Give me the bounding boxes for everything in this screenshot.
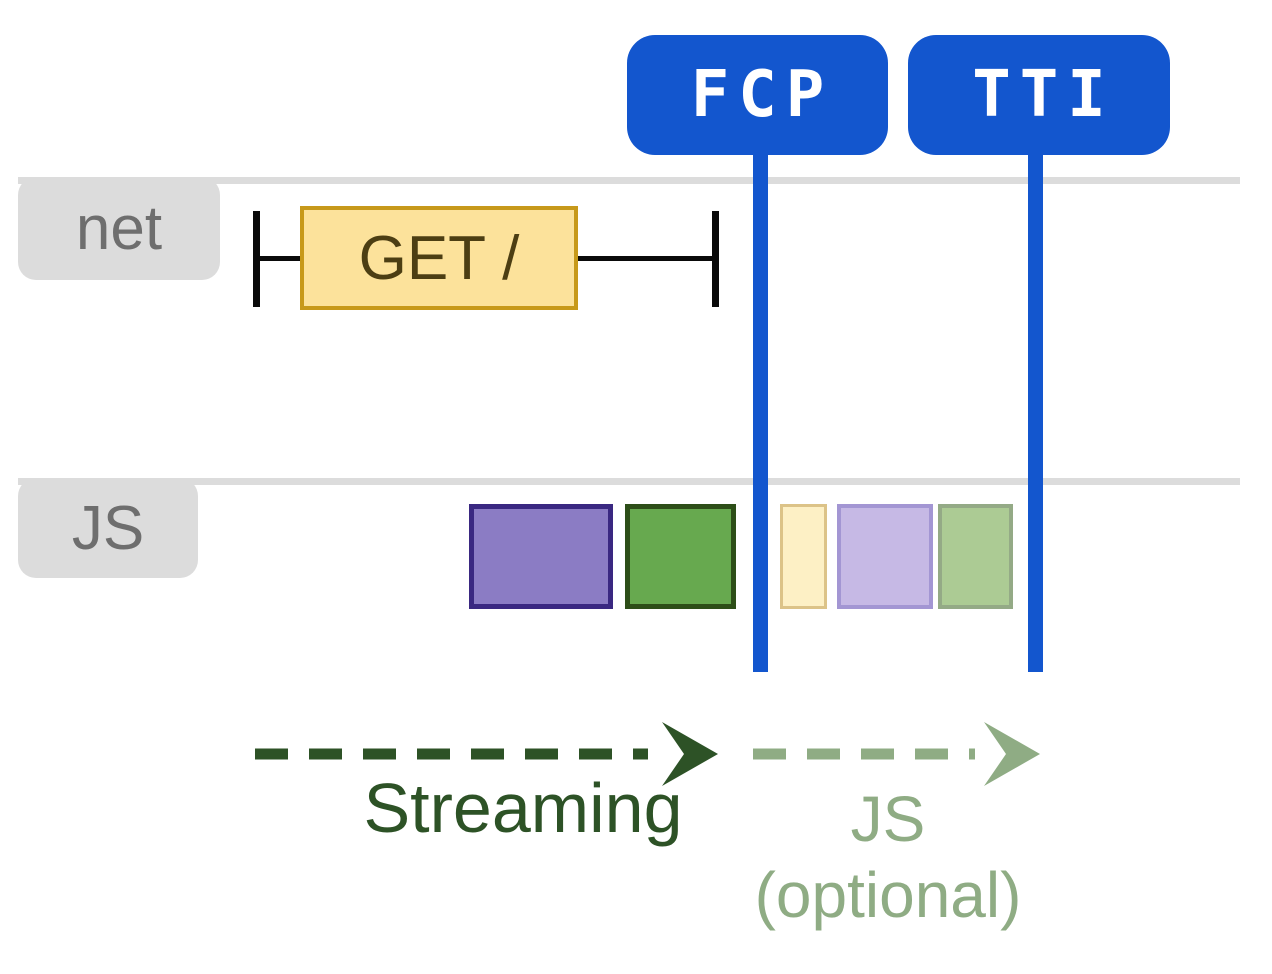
js-lane-tab: JS	[18, 478, 198, 578]
get-request-box: GET /	[300, 206, 578, 310]
tti-badge-label: TTI	[972, 58, 1115, 132]
fcp-marker-line	[753, 150, 768, 672]
js-task-block-solid-purple	[469, 504, 613, 609]
get-request-label: GET /	[358, 223, 520, 293]
tti-badge: TTI	[908, 35, 1170, 155]
net-lane-label: net	[75, 194, 163, 263]
tti-marker-line	[1028, 150, 1043, 672]
js-lane-line	[18, 478, 1240, 485]
net-lane-line	[18, 177, 1240, 184]
js-optional-arrow	[753, 722, 1040, 786]
js-task-block-solid-green	[625, 504, 736, 609]
js-optional-caption-line2: (optional)	[754, 859, 1022, 931]
js-optional-caption-line1: JS	[850, 783, 926, 855]
fcp-badge-label: FCP	[690, 58, 834, 132]
js-task-block-faded-yellow	[780, 504, 827, 609]
request-end-tick	[712, 211, 719, 307]
streaming-caption: Streaming	[363, 769, 683, 847]
streaming-arrow	[255, 722, 718, 786]
js-task-block-faded-lavender	[837, 504, 933, 609]
request-connector-right	[576, 256, 716, 261]
fcp-badge: FCP	[627, 35, 888, 155]
phase-arrows	[255, 722, 1040, 786]
js-lane-label: JS	[71, 493, 145, 563]
request-connector-left	[256, 256, 304, 261]
js-task-block-faded-green	[938, 504, 1013, 609]
net-lane-tab: net	[18, 177, 220, 280]
